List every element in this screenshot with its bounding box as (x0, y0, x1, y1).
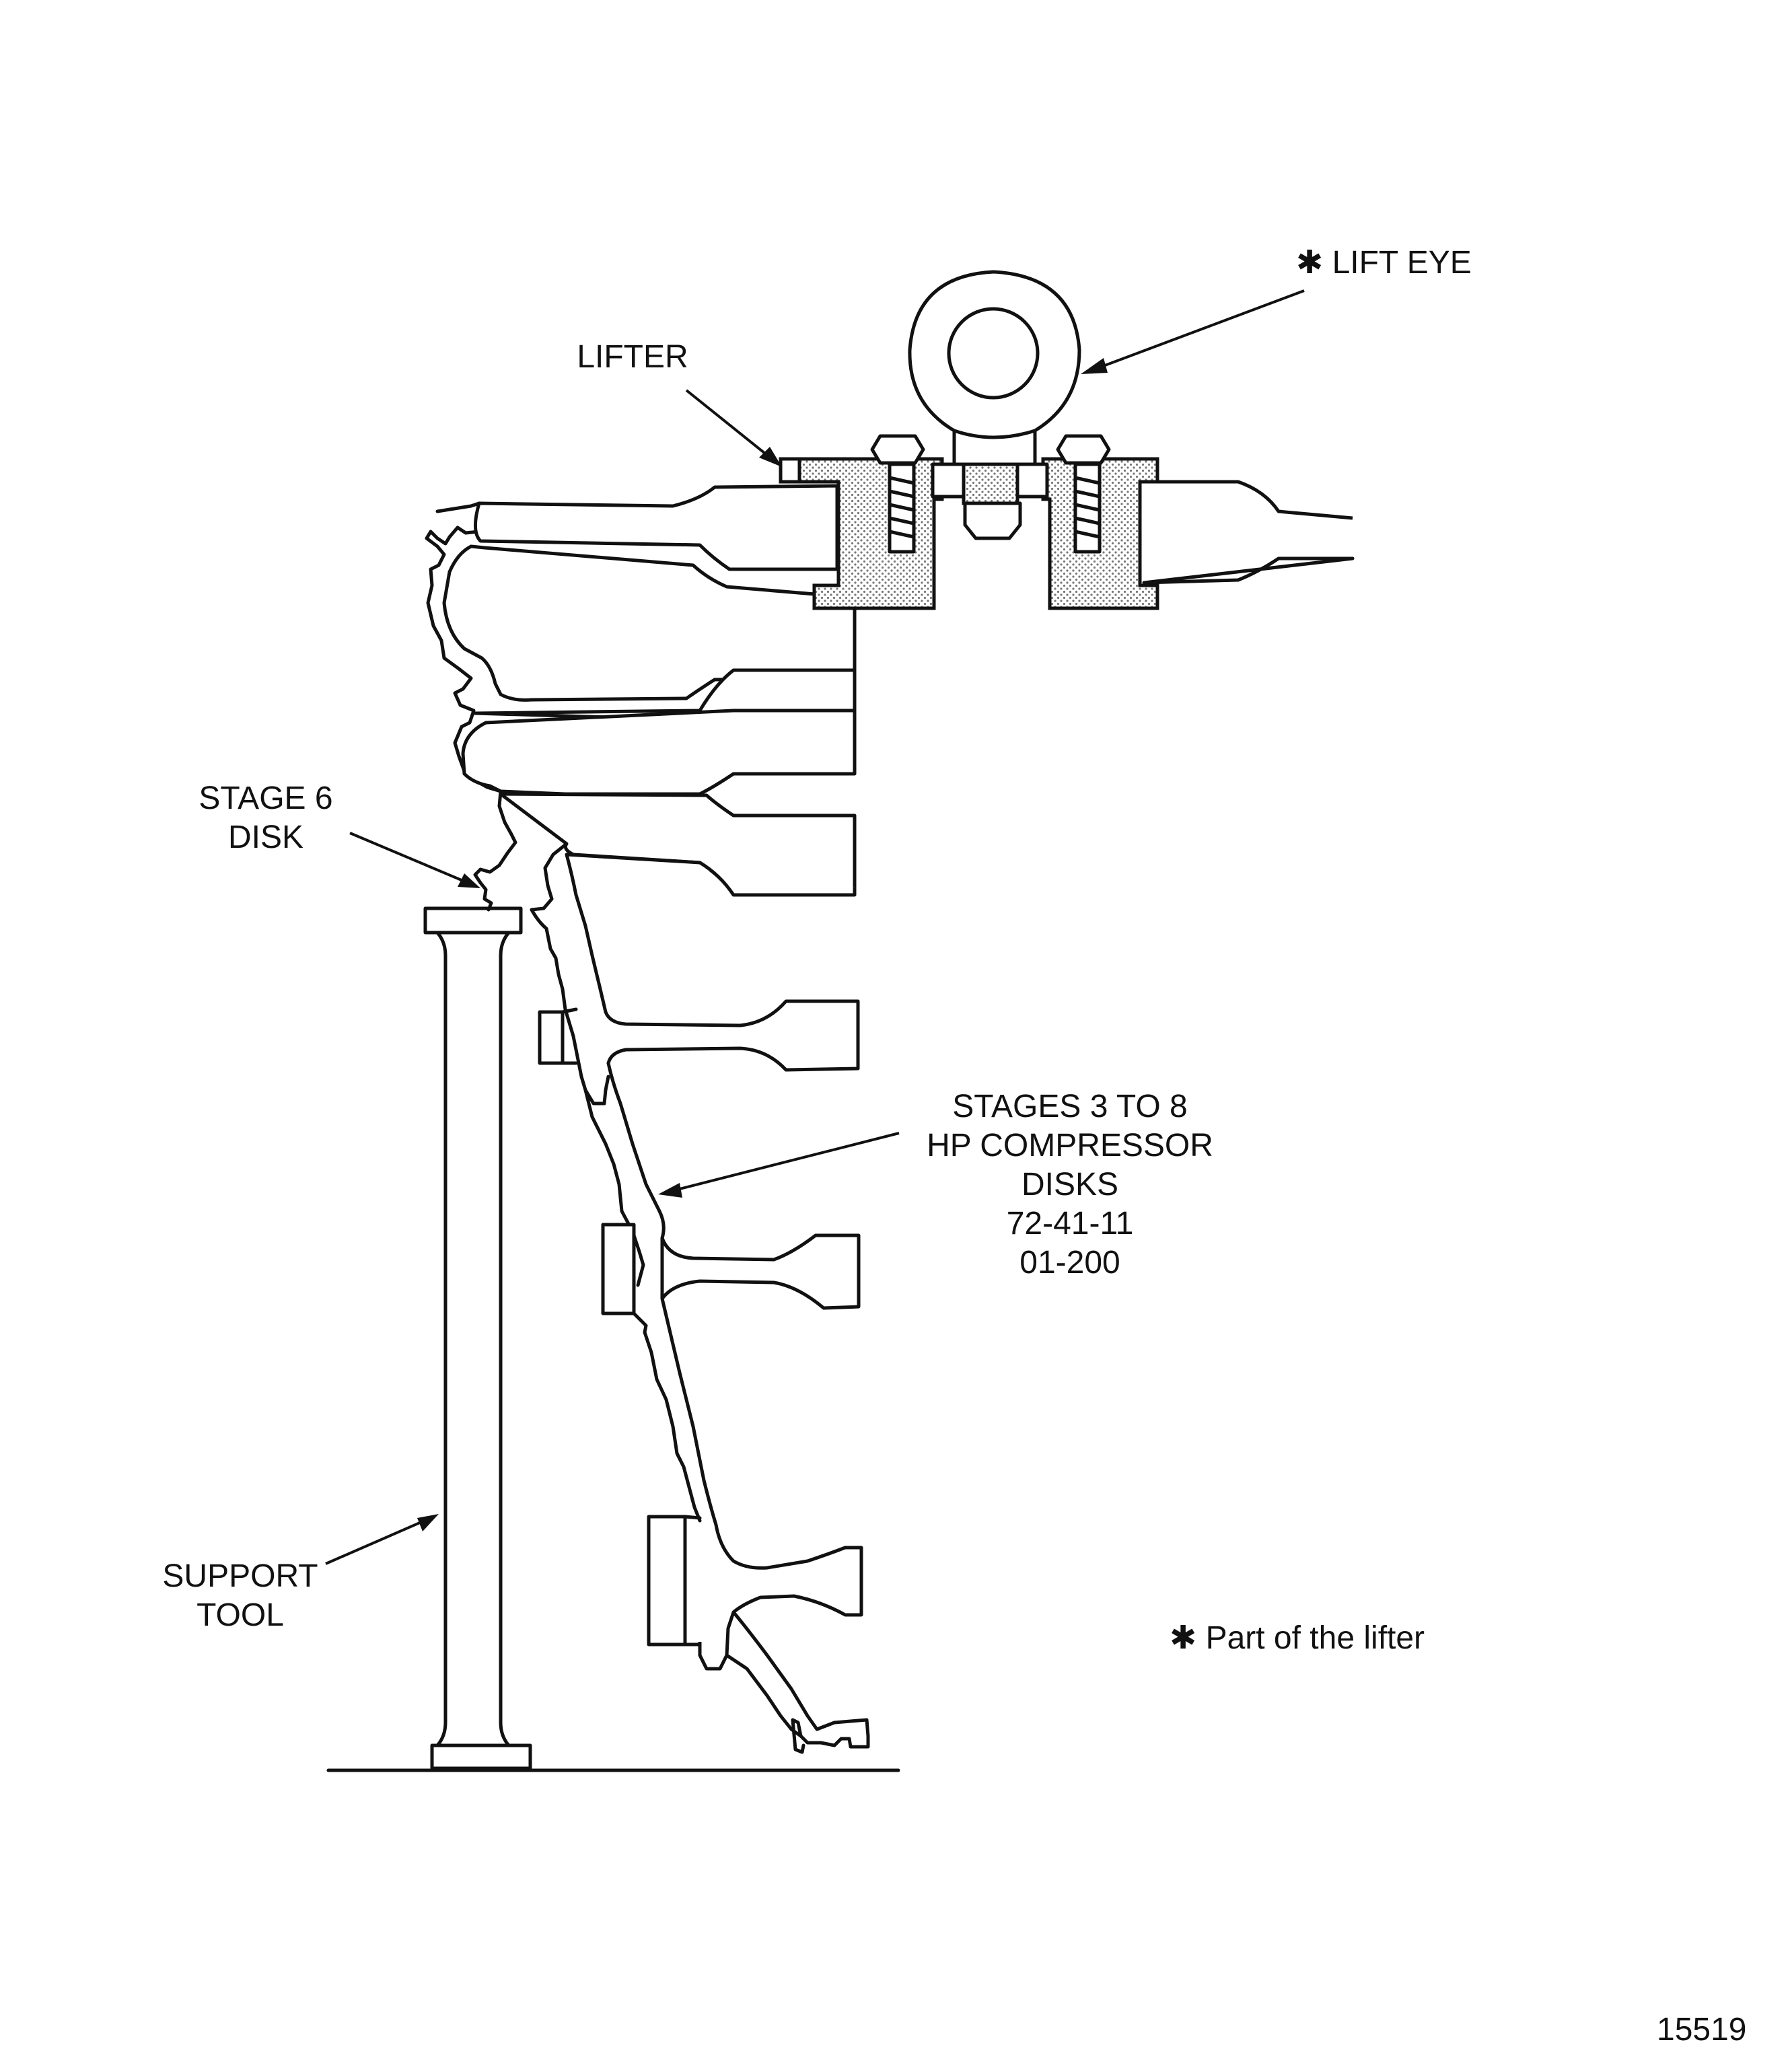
compressor-rotor (425, 484, 870, 1754)
stages-line4: 72-41-11 (1006, 1206, 1134, 1241)
stages-line2: HP COMPRESSOR (927, 1128, 1213, 1163)
lift-eye-label: ✱ LIFT EYE (1296, 244, 1472, 283)
stages-label: STAGES 3 TO 8 HP COMPRESSOR DISKS 72-41-… (902, 1087, 1238, 1282)
lifter-text: LIFTER (577, 339, 688, 375)
stage6-line1: STAGE 6 (199, 781, 333, 816)
figure-number-text: 15519 (1657, 2012, 1747, 2048)
stage6-line2: DISK (227, 820, 304, 855)
footnote: ✱ Part of the lifter (1170, 1619, 1425, 1658)
stages-line3: DISKS (1021, 1167, 1119, 1202)
bolt-left (870, 434, 925, 554)
support-line1: SUPPORT (162, 1558, 318, 1594)
stage6-disk-label: STAGE 6 DISK (168, 779, 363, 857)
support-tool (423, 906, 532, 1770)
asterisk-icon: ✱ (1296, 245, 1324, 281)
leader-lines (325, 289, 1305, 1565)
lifter-assembly (779, 270, 1355, 610)
lift-eye (908, 270, 1081, 466)
support-tool-label: SUPPORT TOOL (143, 1557, 338, 1635)
lift-eye-text: LIFT EYE (1332, 245, 1472, 281)
stages-line1: STAGES 3 TO 8 (952, 1089, 1188, 1124)
asterisk-icon: ✱ (1170, 1620, 1197, 1656)
footnote-text: Part of the lifter (1205, 1620, 1425, 1656)
bolt-right (1056, 434, 1111, 554)
lifter-label: LIFTER (552, 338, 713, 377)
figure-number: 15519 (1657, 2011, 1746, 2050)
stages-line5: 01-200 (1019, 1245, 1120, 1280)
support-line2: TOOL (196, 1597, 284, 1633)
